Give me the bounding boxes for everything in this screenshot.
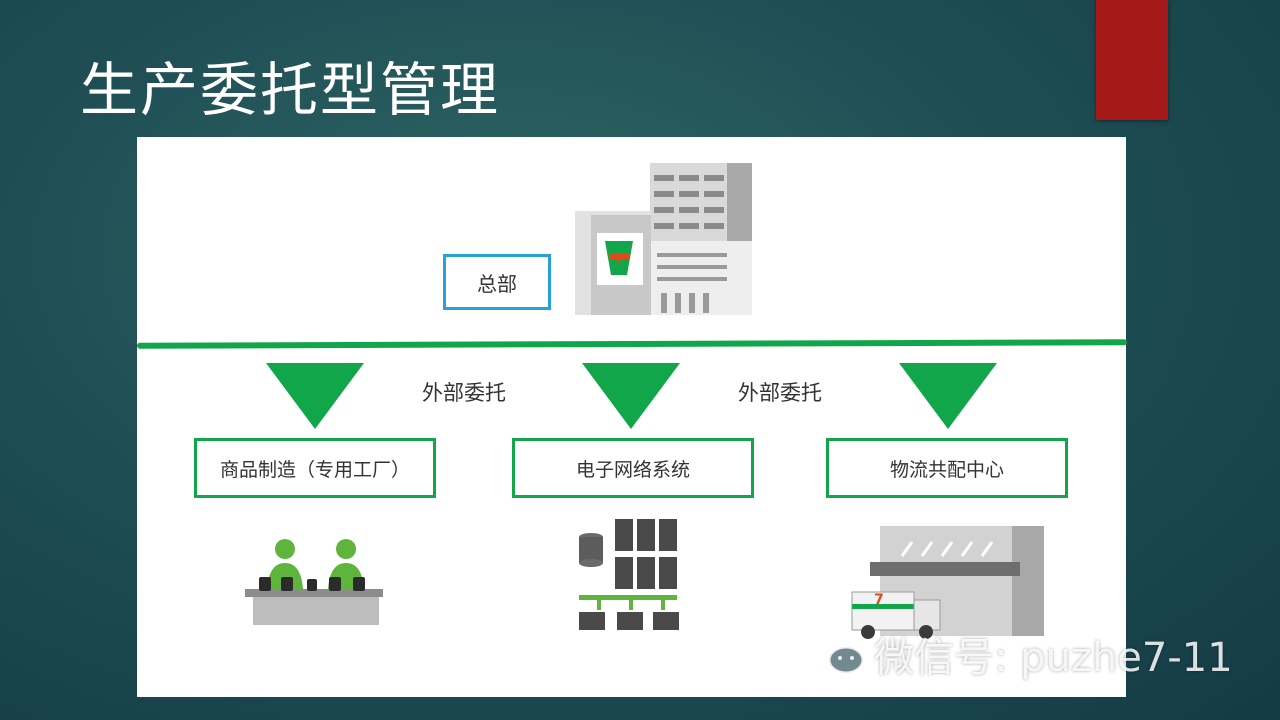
category-box-logistics: 物流共配中心 xyxy=(826,438,1068,498)
server-network-icon xyxy=(579,519,679,630)
headquarters-label: 总部 xyxy=(477,271,517,296)
headquarters-box: 总部 xyxy=(443,254,551,310)
diagram-panel: 总部 7 外部委托 外部委托 商品制造（专用工厂） 电子网络系统 xyxy=(137,137,1127,697)
category-label: 商品制造（专用工厂） xyxy=(219,458,410,481)
category-label: 电子网络系统 xyxy=(575,458,690,481)
delegation-label: 外部委托 xyxy=(422,381,506,405)
svg-text:7: 7 xyxy=(616,255,623,266)
arrow-down-icon xyxy=(582,363,680,429)
slide-title: 生产委托型管理 xyxy=(80,56,501,124)
category-box-manufacturing: 商品制造（专用工厂） xyxy=(194,438,436,498)
factory-workers-icon xyxy=(245,539,383,625)
wechat-icon xyxy=(810,633,865,675)
svg-text:7: 7 xyxy=(874,592,884,608)
arrow-down-icon xyxy=(899,363,997,429)
delegation-label: 外部委托 xyxy=(738,381,822,405)
accent-tab xyxy=(1096,0,1168,120)
category-box-network: 电子网络系统 xyxy=(512,438,754,498)
watermark-text: 微信号: puzhe7-11 xyxy=(874,635,1233,681)
arrow-down-icon xyxy=(266,363,364,429)
wechat-watermark: 微信号: puzhe7-11 xyxy=(810,625,1233,683)
7-eleven-building-icon: 7 xyxy=(575,163,752,315)
divider-line xyxy=(137,339,1127,349)
category-label: 物流共配中心 xyxy=(889,458,1004,481)
distribution-center-truck-icon: 7 xyxy=(851,526,1044,639)
